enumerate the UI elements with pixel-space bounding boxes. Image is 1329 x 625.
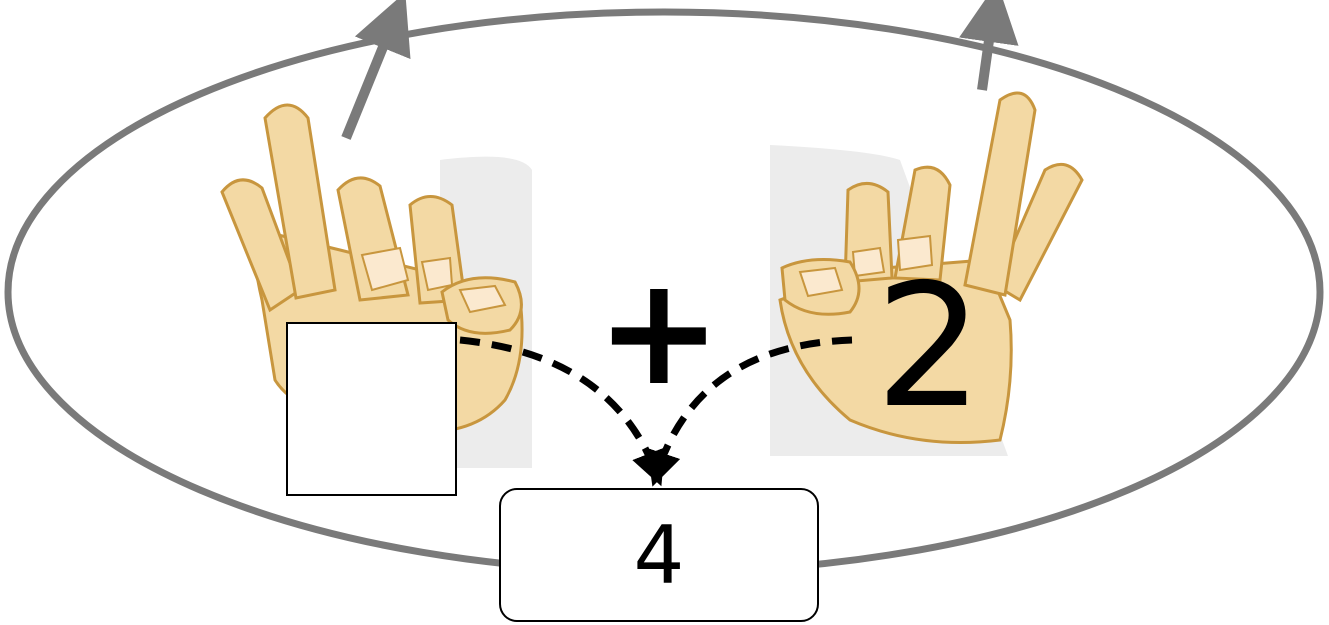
right-hand-icon: [770, 91, 1084, 456]
sum-number: 4: [633, 508, 685, 602]
sum-box: 4: [499, 488, 819, 622]
arrow-up-icon-right: [959, 0, 1019, 91]
dashed-arrow-right: [646, 336, 853, 487]
blank-answer-box[interactable]: [286, 322, 457, 496]
dashed-arrow-left: [459, 336, 665, 487]
arrow-up-icon-left: [341, 0, 411, 140]
plus-sign: +: [596, 245, 722, 419]
second-addend: 2: [875, 248, 984, 446]
